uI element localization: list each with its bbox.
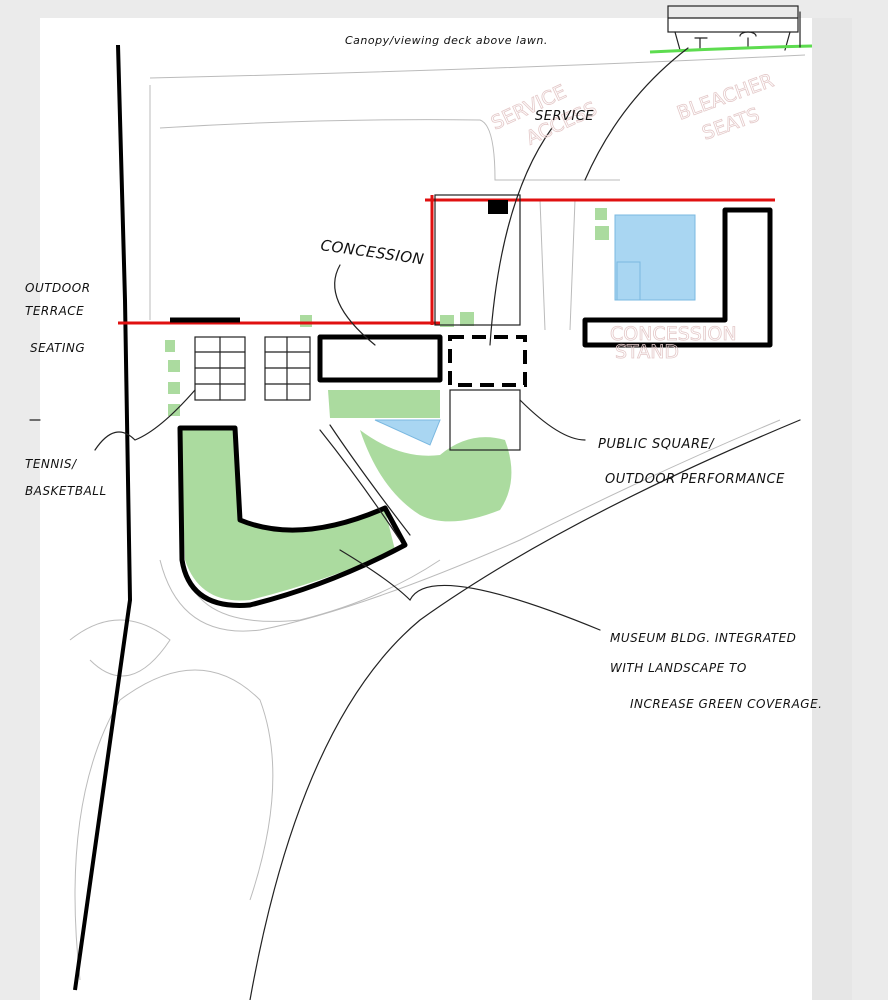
pool-small	[616, 261, 641, 301]
label-museum-3: INCREASE GREEN COVERAGE.	[630, 697, 823, 711]
underlay-lines	[69, 54, 806, 981]
label-terrace-2: TERRACE	[25, 304, 84, 318]
label-square-2: OUTDOOR PERFORMANCE	[605, 472, 785, 487]
label-square-1: PUBLIC SQUARE/	[598, 437, 715, 452]
road-edge-left	[73, 44, 133, 991]
label-tennis-1: TENNIS/	[25, 457, 78, 471]
concession-building	[317, 334, 443, 383]
faint-label-concession: CONCESSION	[610, 323, 737, 345]
pond	[374, 419, 441, 446]
label-museum-1: MUSEUM BLDG. INTEGRATED	[610, 631, 796, 645]
road-edge-diagonal	[249, 419, 801, 1000]
label-terrace-1: OUTDOOR	[25, 281, 91, 295]
site-boundary	[118, 195, 775, 325]
leader-lines	[29, 47, 689, 631]
public-square-pavilion	[448, 335, 527, 387]
label-canopy: Canopy/viewing deck above lawn.	[345, 34, 548, 47]
water-features	[374, 214, 696, 446]
faint-label-stand: STAND	[615, 341, 679, 363]
label-service: SERVICE	[535, 109, 594, 124]
landscape-green	[165, 208, 609, 601]
label-tennis-2: BASKETBALL	[25, 484, 107, 498]
paper-edge	[812, 18, 852, 1000]
canopy-elevation-sketch	[649, 5, 813, 54]
label-museum-2: WITH LANDSCAPE TO	[610, 661, 747, 675]
path-edge	[159, 419, 781, 632]
label-terrace-3: SEATING	[30, 341, 85, 355]
tennis-courts	[194, 336, 311, 401]
buildings	[170, 194, 773, 608]
